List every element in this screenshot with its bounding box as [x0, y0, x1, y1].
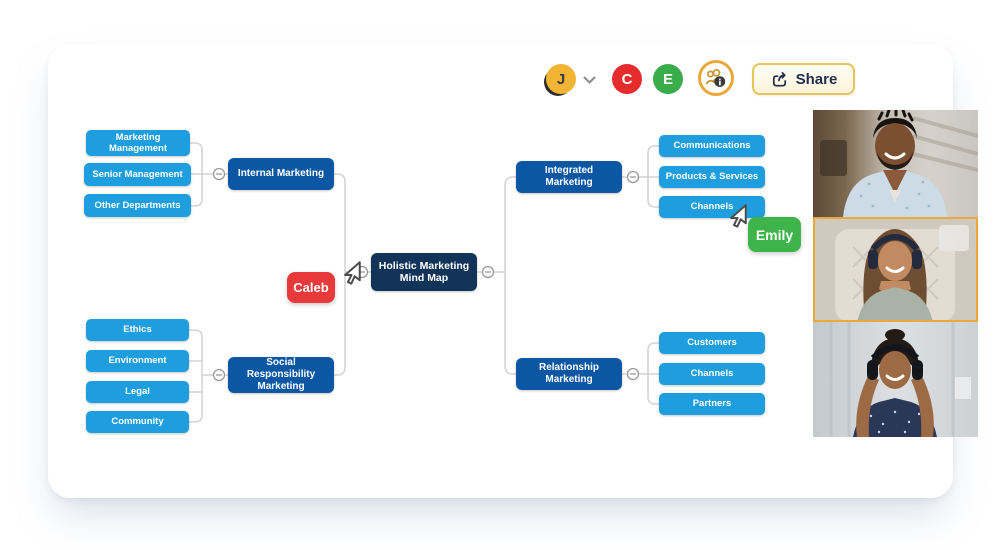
node-relationship-marketing[interactable]: Relationship Marketing	[516, 358, 622, 390]
collapse-toggle-internal-marketing[interactable]	[212, 167, 226, 181]
avatar-initial: E	[662, 70, 673, 88]
collapse-toggle-integrated-marketing[interactable]	[626, 170, 640, 184]
share-button[interactable]: Share	[752, 63, 855, 95]
node-community[interactable]: Community	[86, 411, 189, 433]
avatar-initial: C	[621, 70, 633, 88]
avatar-initial: J	[556, 70, 566, 88]
node-legal[interactable]: Legal	[86, 381, 189, 403]
node-integrated-marketing[interactable]: Integrated Marketing	[516, 161, 622, 193]
collaborator-label-emily: Emily	[748, 217, 801, 252]
node-center-topic[interactable]: Holistic Marketing Mind Map	[371, 253, 477, 291]
center-topic-line2: Mind Map	[399, 272, 449, 284]
share-icon	[772, 71, 786, 87]
center-topic-line1: Holistic Marketing	[378, 259, 470, 272]
collapse-toggle-center-right[interactable]	[481, 265, 495, 279]
collaborators-info-button[interactable]	[698, 60, 734, 96]
collapse-toggle-social-responsibility[interactable]	[212, 368, 226, 382]
node-internal-marketing[interactable]: Internal Marketing	[228, 158, 334, 190]
avatar-current-user[interactable]: J	[546, 64, 576, 94]
node-ethics[interactable]: Ethics	[86, 319, 189, 341]
collaborator-cursor-icon-caleb	[344, 261, 361, 285]
node-senior-management[interactable]: Senior Management	[84, 163, 191, 186]
avatar-collaborator-c[interactable]: C	[612, 64, 642, 94]
collaborator-cursor-icon-emily	[730, 204, 747, 228]
participant-video-1[interactable]	[813, 110, 978, 217]
video-call-strip	[813, 110, 978, 437]
node-other-departments[interactable]: Other Departments	[84, 194, 191, 217]
node-marketing-management[interactable]: Marketing Management	[86, 130, 190, 156]
node-social-responsibility-marketing[interactable]: Social Responsibility Marketing	[228, 357, 334, 393]
chevron-down-icon[interactable]	[583, 76, 596, 85]
collaborator-label-caleb: Caleb	[287, 272, 335, 303]
participant-3-video-frame	[813, 322, 978, 437]
avatar-collaborator-e[interactable]: E	[653, 64, 683, 94]
participant-video-2-active[interactable]	[813, 217, 978, 322]
participant-video-3[interactable]	[813, 322, 978, 437]
node-channels-bottom[interactable]: Channels	[659, 363, 765, 385]
node-communications[interactable]: Communications	[659, 135, 765, 157]
people-group-info-icon	[705, 68, 726, 87]
collapse-toggle-relationship-marketing[interactable]	[626, 367, 640, 381]
share-button-label: Share	[795, 70, 838, 88]
node-environment[interactable]: Environment	[86, 350, 189, 372]
node-partners[interactable]: Partners	[659, 393, 765, 415]
participant-2-video-frame	[813, 217, 978, 322]
participant-1-video-frame	[813, 110, 978, 217]
node-products-services[interactable]: Products & Services	[659, 166, 765, 188]
node-customers[interactable]: Customers	[659, 332, 765, 354]
node-channels-top[interactable]: Channels	[659, 196, 765, 218]
